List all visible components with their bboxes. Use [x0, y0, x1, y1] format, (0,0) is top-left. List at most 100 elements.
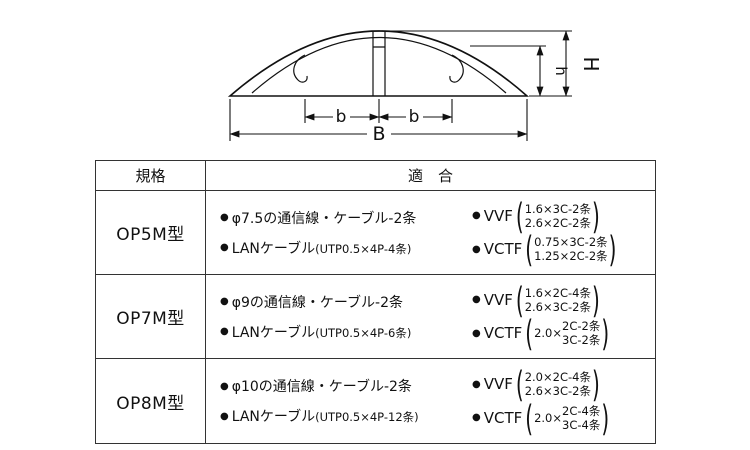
- fit-item-text: LANケーブル: [231, 324, 316, 341]
- cable-sizes: 2C-4条 3C-4条: [562, 404, 600, 432]
- cable-type: VCTF: [483, 408, 523, 427]
- label-gap: [367, 125, 391, 142]
- fit-item: ● φ10の通信線・ケーブル-2条: [220, 376, 472, 396]
- cable-size-bottom: 3C-2条: [562, 333, 601, 348]
- model-name: OP7M型: [96, 275, 206, 358]
- cable-size-top: 0.75×3C-2条: [534, 235, 608, 249]
- open-paren: (: [525, 227, 534, 271]
- table-row: OP5M型 ● φ7.5の通信線・ケーブル-2条 ● LANケーブル (UTP0…: [96, 191, 655, 275]
- table-row: OP8M型 ● φ10の通信線・ケーブル-2条 ● LANケーブル (UTP0.…: [96, 359, 655, 443]
- fit-cell: ● φ9の通信線・ケーブル-2条 ● LANケーブル (UTP0.5×4P-6条…: [206, 275, 655, 358]
- protector-body-outline: [227, 30, 530, 97]
- cable-type: VVF: [483, 375, 513, 394]
- bullet-icon: ●: [220, 242, 229, 253]
- cable-size-bottom: 2.6×3C-2条: [524, 299, 591, 314]
- dimension-label-B: B: [372, 123, 385, 145]
- fit-item: ● φ9の通信線・ケーブル-2条: [220, 292, 472, 312]
- cable-sizes: 1.6×3C-2条 2.6×2C-2条: [525, 202, 591, 230]
- header-spec: 規格: [96, 161, 206, 190]
- fit-item: ● φ7.5の通信線・ケーブル-2条: [220, 208, 472, 228]
- cable-prefix: 2.0×: [534, 326, 563, 341]
- open-paren: (: [525, 311, 534, 355]
- bullet-icon: ●: [220, 212, 229, 223]
- dimension-h: [470, 45, 546, 97]
- table-row: OP7M型 ● φ9の通信線・ケーブル-2条 ● LANケーブル (UTP0.5…: [96, 275, 655, 359]
- cable-spec-vvf: ● VVF ( 1.6×2C-4条 2.6×3C-2条 ): [472, 278, 649, 321]
- cable-specs: ● VVF ( 1.6×2C-4条 2.6×3C-2条 ) ● VCTF (: [472, 278, 649, 354]
- fit-item: ● LANケーブル (UTP0.5×4P-12条): [220, 406, 472, 426]
- table-header: 規格 適 合: [96, 161, 655, 191]
- cable-type: VCTF: [483, 324, 523, 343]
- cable-type: VCTF: [483, 240, 523, 259]
- close-paren: ): [591, 194, 600, 238]
- cable-sizes: 1.6×2C-4条 2.6×3C-2条: [525, 286, 591, 314]
- cable-size-bottom: 3C-4条: [562, 417, 601, 432]
- fit-item-subtext: (UTP0.5×4P-12条): [315, 410, 419, 424]
- dimension-b: [304, 99, 453, 123]
- dimension-label-H: H: [579, 56, 603, 71]
- cable-spec-vvf: ● VVF ( 2.0×2C-4条 2.6×3C-2条 ): [472, 363, 649, 406]
- cross-section-diagram: B b b h H: [227, 30, 603, 145]
- fit-cell: ● φ10の通信線・ケーブル-2条 ● LANケーブル (UTP0.5×4P-1…: [206, 359, 655, 443]
- bullet-icon: ●: [472, 210, 481, 222]
- label-gap: [406, 108, 423, 125]
- cable-spec-vvf: ● VVF ( 1.6×3C-2条 2.6×2C-2条 ): [472, 194, 649, 237]
- bullet-icon: ●: [220, 296, 229, 307]
- label-gap: [333, 108, 350, 125]
- bullet-icon: ●: [220, 380, 229, 392]
- spec-table: 規格 適 合 OP5M型 ● φ7.5の通信線・ケーブル-2条 ● LANケーブ…: [95, 160, 656, 444]
- cable-spec-vctf: ● VCTF ( 2.0× 2C-2条 3C-2条 ): [472, 311, 649, 354]
- cable-size-bottom: 1.25×2C-2条: [534, 249, 608, 264]
- dimension-label-h: h: [552, 66, 570, 76]
- bullet-icon: ●: [472, 243, 481, 255]
- bullet-icon: ●: [220, 410, 229, 422]
- open-paren: (: [515, 362, 524, 407]
- fit-item-text: LANケーブル: [231, 409, 316, 425]
- fit-item-text: φ9の通信線・ケーブル-2条: [231, 294, 403, 311]
- cable-type: VVF: [483, 206, 513, 225]
- cable-size-top: 2C-2条: [562, 319, 601, 333]
- header-fit: 適 合: [407, 167, 453, 185]
- cable-sizes: 0.75×3C-2条 1.25×2C-2条: [534, 235, 608, 263]
- bullet-icon: ●: [472, 412, 481, 424]
- cable-sizes: 2C-2条 3C-2条: [562, 319, 600, 347]
- close-paren: ): [591, 362, 600, 407]
- fit-item-text: φ7.5の通信線・ケーブル-2条: [231, 210, 417, 227]
- fit-item-text: LANケーブル: [231, 240, 316, 257]
- fit-cell: ● φ7.5の通信線・ケーブル-2条 ● LANケーブル (UTP0.5×4P-…: [206, 191, 655, 274]
- cable-size-bottom: 2.6×3C-2条: [524, 384, 591, 399]
- right-cable-hook: [449, 54, 464, 83]
- bullet-icon: ●: [220, 326, 229, 337]
- cable-size-top: 1.6×3C-2条: [524, 201, 591, 216]
- close-paren: ): [601, 311, 610, 355]
- model-name: OP5M型: [96, 191, 206, 274]
- fit-item-text: φ10の通信線・ケーブル-2条: [231, 379, 412, 395]
- fit-items: ● φ9の通信線・ケーブル-2条 ● LANケーブル (UTP0.5×4P-6条…: [220, 292, 472, 342]
- cable-size-top: 2.0×2C-4条: [524, 370, 591, 385]
- dimension-label-b-right: b: [409, 107, 420, 127]
- cable-type: VVF: [483, 290, 513, 309]
- cable-size-bottom: 2.6×2C-2条: [524, 215, 591, 230]
- cable-specs: ● VVF ( 2.0×2C-4条 2.6×3C-2条 ) ● VCTF (: [472, 363, 649, 439]
- cable-specs: ● VVF ( 1.6×3C-2条 2.6×2C-2条 ) ● VCTF (: [472, 194, 649, 270]
- bullet-icon: ●: [472, 294, 481, 306]
- cable-spec-vctf: ● VCTF ( 0.75×3C-2条 1.25×2C-2条 ): [472, 227, 649, 270]
- dimension-label-b-left: b: [336, 107, 347, 127]
- fit-item-subtext: (UTP0.5×4P-6条): [315, 325, 412, 340]
- bullet-icon: ●: [472, 378, 481, 390]
- cable-sizes: 2.0×2C-4条 2.6×3C-2条: [525, 370, 591, 398]
- cable-prefix: 2.0×: [534, 410, 563, 425]
- cable-size-top: 1.6×2C-4条: [524, 285, 591, 300]
- open-paren: (: [515, 278, 524, 322]
- model-name: OP8M型: [96, 359, 206, 443]
- fit-item: ● LANケーブル (UTP0.5×4P-6条): [220, 322, 472, 342]
- cable-spec-vctf: ● VCTF ( 2.0× 2C-4条 3C-4条 ): [472, 396, 649, 439]
- close-paren: ): [591, 278, 600, 322]
- dimension-H: [388, 30, 572, 97]
- fit-item: ● LANケーブル (UTP0.5×4P-4条): [220, 238, 472, 258]
- close-paren: ): [608, 227, 617, 271]
- bullet-icon: ●: [472, 327, 481, 339]
- open-paren: (: [525, 395, 534, 440]
- left-cable-hook: [293, 54, 308, 83]
